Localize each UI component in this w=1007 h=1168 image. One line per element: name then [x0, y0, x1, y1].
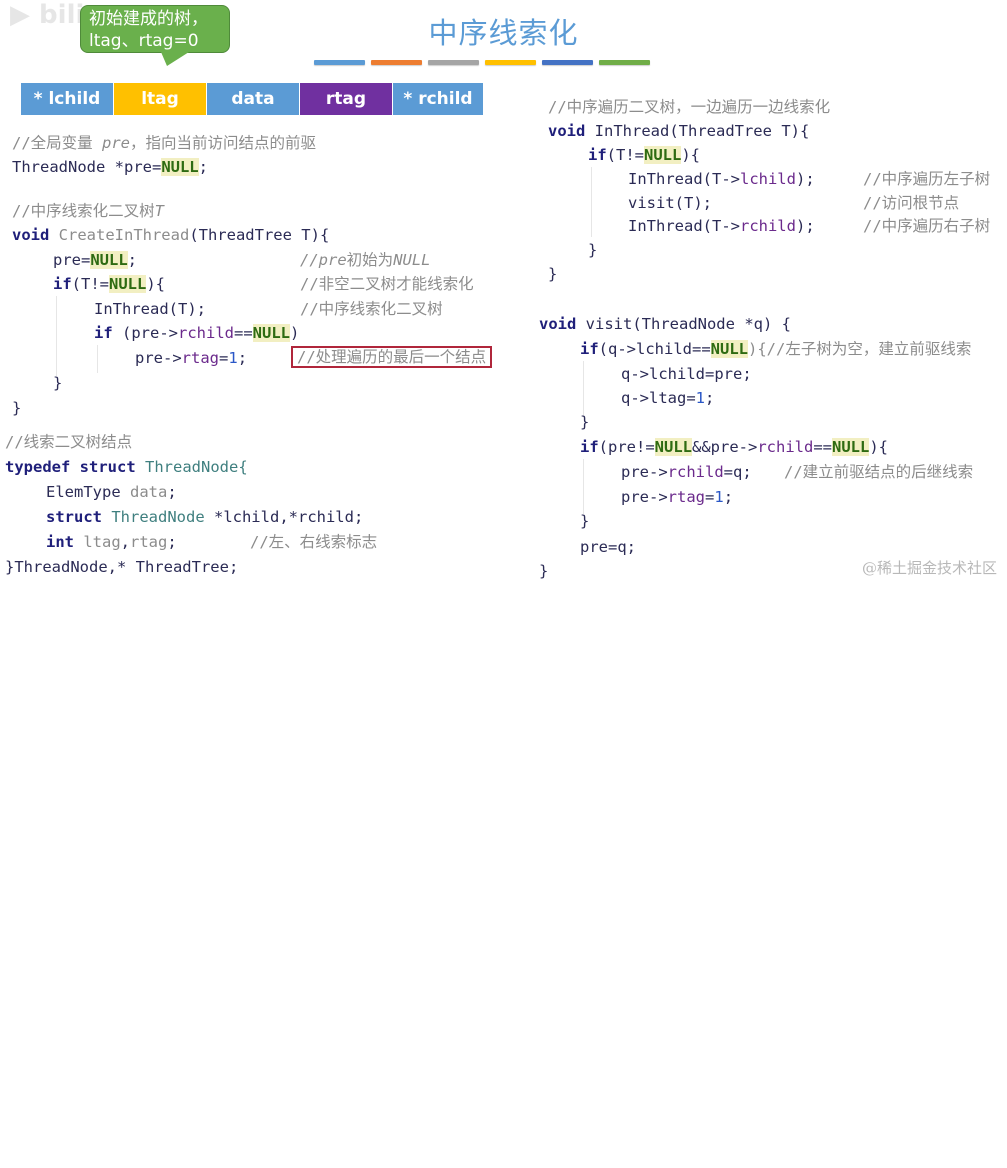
callout-line-2: ltag、rtag=0 — [89, 31, 199, 51]
code-comment: //非空二叉树才能线索化 — [300, 275, 474, 293]
code-line: void CreateInThread(ThreadTree T){ — [12, 226, 330, 244]
left-code-block: //全局变量 pre，指向当前访问结点的前驱 ThreadNode *pre=N… — [5, 134, 493, 576]
right-code-block: //中序遍历二叉树，一边遍历一边线索化 void InThread(Thread… — [0, 98, 1007, 1168]
color-bar — [371, 60, 422, 65]
field-ltag: ltag — [114, 83, 207, 115]
code-line: pre->rchild=q; — [621, 463, 752, 481]
code-comment: //建立前驱结点的后继线索 — [784, 463, 974, 481]
color-bar — [428, 60, 479, 65]
code-line: } — [580, 512, 590, 530]
color-bar — [485, 60, 536, 65]
code-line: } — [12, 399, 22, 417]
code-line: ElemType data; — [46, 483, 177, 501]
code-line: pre=NULL; — [53, 251, 137, 269]
code-line: struct ThreadNode *lchild,*rchild; — [46, 508, 364, 526]
code-comment: //中序遍历二叉树，一边遍历一边线索化 — [548, 98, 831, 116]
callout-tail — [161, 52, 189, 66]
code-line: //中序线索化二叉树T — [12, 202, 165, 220]
color-bar — [314, 60, 365, 65]
indent-guide — [583, 361, 584, 416]
code-line: int ltag,rtag; — [46, 533, 177, 551]
code-line: if(q->lchild==NULL){//左子树为空，建立前驱线索 — [580, 340, 972, 358]
code-line: void InThread(ThreadTree T){ — [548, 122, 810, 140]
indent-guide — [591, 167, 592, 237]
code-comment: //访问根节点 — [863, 194, 960, 212]
code-comment: //pre初始为NULL — [300, 251, 431, 269]
field-data: data — [207, 83, 300, 115]
field-rchild: * rchild — [393, 83, 483, 115]
code-line: if(T!=NULL){ — [53, 275, 165, 293]
indent-guide — [583, 459, 584, 514]
code-line: visit(T); — [628, 194, 712, 212]
code-line: if(pre!=NULL&&pre->rchild==NULL){ — [580, 438, 888, 456]
code-line: InThread(T->rchild); — [628, 217, 815, 235]
code-line: InThread(T->lchild); — [628, 170, 815, 188]
code-line: } — [580, 413, 590, 431]
callout-bubble: 初始建成的树， ltag、rtag=0 — [80, 5, 230, 66]
color-bar — [542, 60, 593, 65]
code-comment: //中序遍历左子树 — [863, 170, 991, 188]
code-line: q->ltag=1; — [621, 389, 715, 407]
code-line: } — [539, 562, 549, 580]
highlighted-comment-box: //处理遍历的最后一个结点 — [291, 345, 493, 369]
slide-title: 中序线索化 — [428, 16, 579, 50]
code-line: if(T!=NULL){ — [588, 146, 700, 164]
site-watermark: @稀土掘金技术社区 — [861, 559, 997, 577]
indent-guide — [56, 296, 57, 376]
code-line: //全局变量 pre，指向当前访问结点的前驱 — [12, 134, 317, 152]
callout-line-1: 初始建成的树， — [89, 9, 208, 29]
field-lchild: * lchild — [21, 83, 114, 115]
code-line: } — [548, 265, 558, 283]
code-line: typedef struct ThreadNode{ — [5, 458, 248, 476]
code-comment: //左、右线索标志 — [250, 533, 378, 551]
code-line: pre->rtag=1; — [135, 349, 248, 367]
code-line: void visit(ThreadNode *q) { — [539, 315, 791, 333]
code-line: pre->rtag=1; — [621, 488, 734, 506]
code-line: InThread(T); — [94, 300, 206, 318]
code-line: q->lchild=pre; — [621, 365, 752, 383]
code-comment: //中序遍历右子树 — [863, 217, 991, 235]
code-comment: //中序线索化二叉树 — [300, 300, 443, 318]
field-rtag: rtag — [300, 83, 393, 115]
code-line: pre=q; — [580, 538, 636, 556]
color-bar — [599, 60, 650, 65]
code-line: ThreadNode *pre=NULL; — [12, 158, 208, 176]
video-logo-watermark: ▶ bili — [10, 0, 85, 30]
code-comment: //线索二叉树结点 — [5, 433, 133, 451]
code-line: if (pre->rchild==NULL) — [94, 324, 300, 342]
code-line: } — [53, 374, 63, 392]
code-line: }ThreadNode,* ThreadTree; — [5, 558, 239, 576]
title-color-bars — [314, 60, 650, 65]
indent-guide — [97, 345, 98, 373]
thread-node-structure: * lchild ltag data rtag * rchild — [21, 83, 483, 115]
code-line: } — [588, 241, 598, 259]
